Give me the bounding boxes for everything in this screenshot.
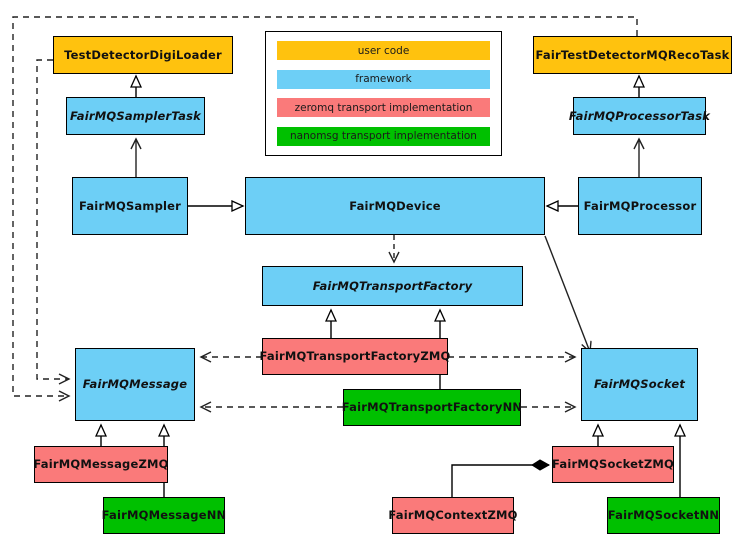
legend-item-zeromq: zeromq transport implementation (277, 98, 490, 118)
node-fairmqsocket[interactable]: FairMQSocket (581, 348, 698, 421)
node-fairmqmessagenn[interactable]: FairMQMessageNN (101, 497, 227, 534)
node-label: FairMQProcessor (583, 198, 697, 213)
node-fairmqprocessor[interactable]: FairMQProcessor (578, 177, 702, 235)
node-fairmqsocketzmq[interactable]: FairMQSocketZMQ (552, 446, 674, 483)
node-label: FairMQContextZMQ (388, 508, 518, 523)
node-fairmqmessage[interactable]: FairMQMessage (75, 348, 195, 421)
node-fairmqcontextzmq[interactable]: FairMQContextZMQ (388, 497, 517, 534)
node-fairmqsampler[interactable]: FairMQSampler (72, 177, 188, 235)
node-label: FairMQTransportFactoryNN (341, 400, 523, 415)
node-fairmqtransportfactoryzmq[interactable]: FairMQTransportFactoryZMQ (259, 338, 451, 375)
node-label: TestDetectorDigiLoader (64, 47, 222, 62)
node-fairmqprocessortask[interactable]: FairMQProcessorTask (569, 97, 710, 135)
node-fairmqtransportfactorynn[interactable]: FairMQTransportFactoryNN (341, 389, 523, 426)
node-testdetectordigiloader[interactable]: TestDetectorDigiLoader (53, 36, 233, 74)
node-fairmqdevice[interactable]: FairMQDevice (245, 177, 545, 235)
legend-label: user code (357, 44, 410, 57)
node-label: FairTestDetectorMQRecoTask (535, 47, 730, 62)
legend-label: nanomsg transport implementation (290, 130, 477, 143)
node-label: FairMQSocket (593, 377, 686, 392)
edge-digiloader-message (36, 59, 69, 379)
node-label: FairMQSampler (78, 198, 182, 213)
node-fairmqsamplertask[interactable]: FairMQSamplerTask (66, 97, 205, 135)
node-fairmqmessagezmq[interactable]: FairMQMessageZMQ (33, 446, 169, 483)
legend-item-framework: framework (277, 69, 490, 89)
edge-device-socket (544, 235, 590, 352)
node-fairmqsocketnn[interactable]: FairMQSocketNN (607, 497, 720, 534)
node-fairmqtransportfactory[interactable]: FairMQTransportFactory (262, 266, 523, 306)
node-label: FairMQMessage (82, 377, 188, 392)
node-label: FairMQTransportFactory (312, 278, 473, 293)
legend-item-user-code: user code (277, 41, 490, 60)
node-label: FairMQSocketNN (607, 508, 720, 523)
node-label: FairMQDevice (349, 198, 441, 213)
node-label: FairMQProcessorTask (568, 108, 711, 123)
legend-label: zeromq transport implementation (294, 101, 473, 114)
node-fairtestdetectormqrecotask[interactable]: FairTestDetectorMQRecoTask (533, 36, 732, 74)
node-label: FairMQTransportFactoryZMQ (259, 349, 451, 364)
legend-item-nanomsg: nanomsg transport implementation (277, 126, 490, 146)
node-label: FairMQMessageNN (101, 508, 227, 523)
node-label: FairMQMessageZMQ (33, 457, 169, 472)
legend-label: framework (355, 73, 412, 86)
node-label: FairMQSamplerTask (70, 108, 201, 123)
legend-panel: user code framework zeromq transport imp… (265, 31, 502, 156)
node-label: FairMQSocketZMQ (552, 457, 674, 472)
